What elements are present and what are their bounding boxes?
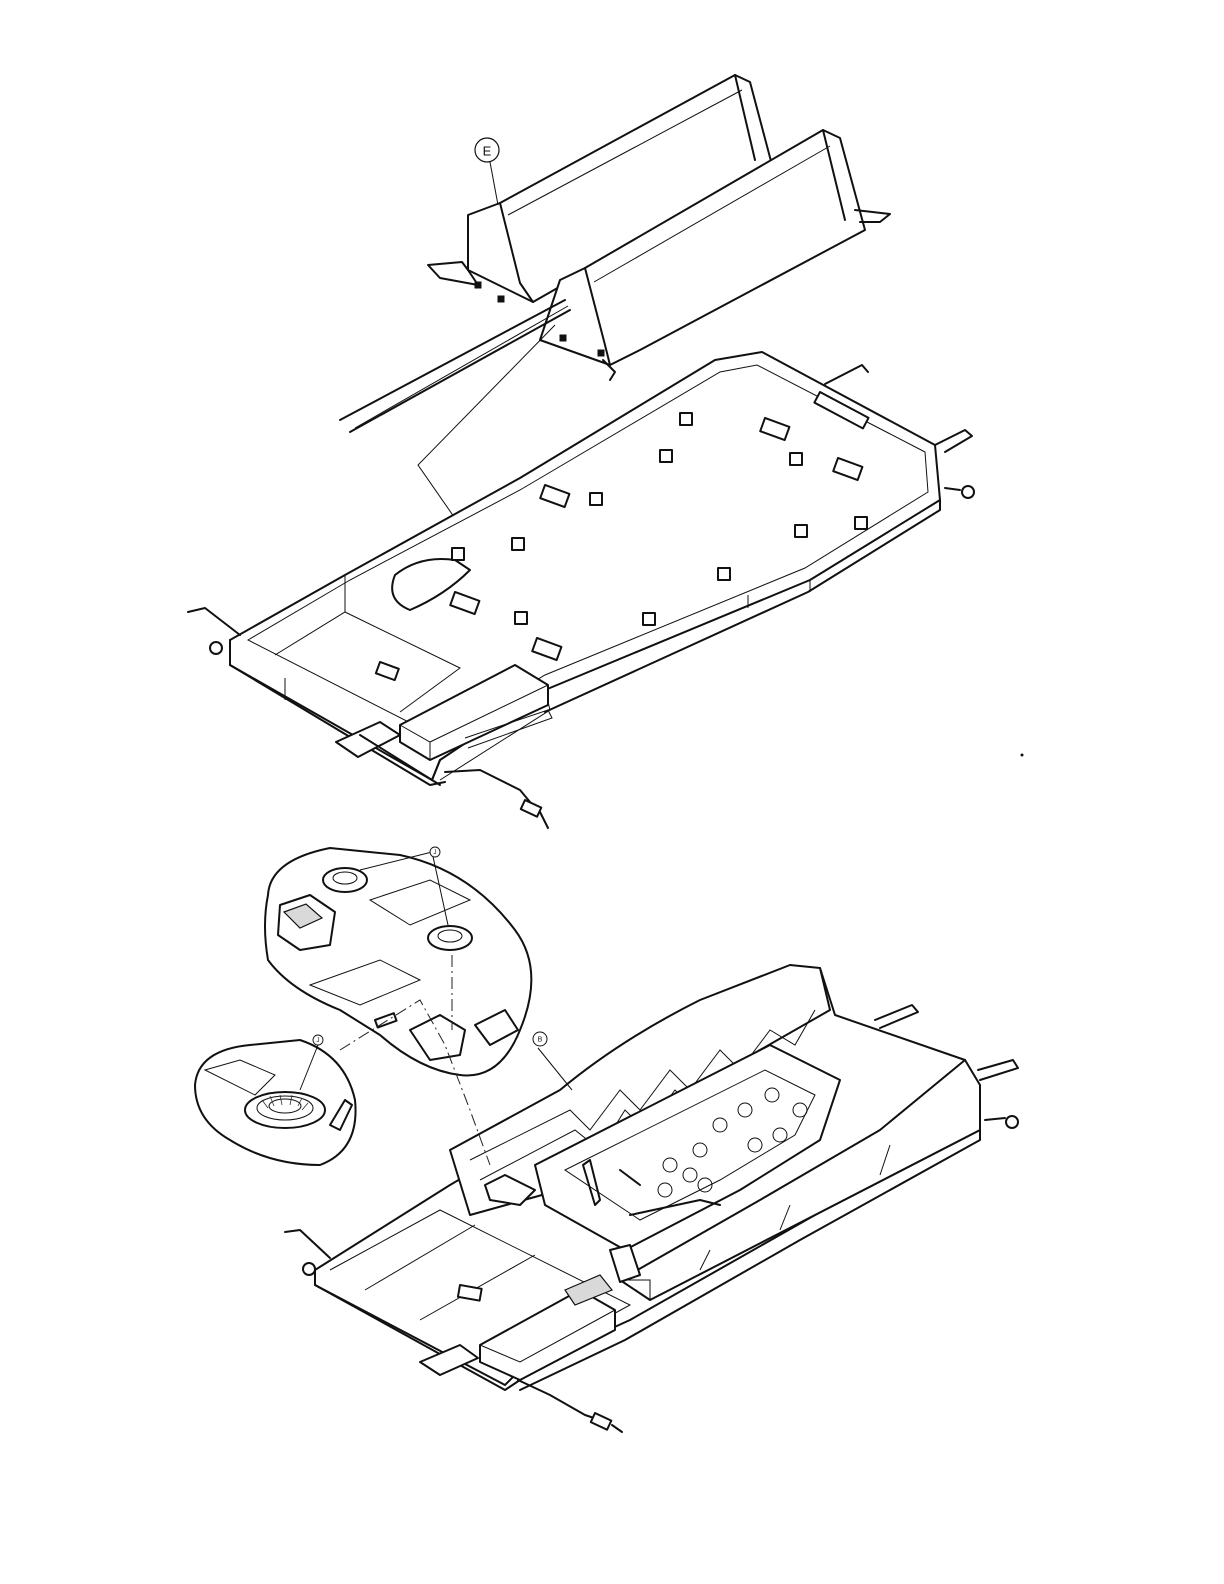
dot xyxy=(1021,754,1023,756)
svg-text:B: B xyxy=(538,1037,543,1044)
leader-line-b xyxy=(538,1048,572,1090)
svg-text:J: J xyxy=(317,1038,320,1044)
callout-j-lower: J xyxy=(313,1035,323,1045)
callout-e: E xyxy=(475,138,499,205)
base-tray-upper xyxy=(188,352,974,828)
svg-text:E: E xyxy=(483,144,492,159)
callout-b: B xyxy=(533,1032,547,1046)
svg-text:J: J xyxy=(434,850,437,856)
detail-view-lower xyxy=(195,1040,356,1165)
callout-j-upper: J xyxy=(430,847,440,857)
